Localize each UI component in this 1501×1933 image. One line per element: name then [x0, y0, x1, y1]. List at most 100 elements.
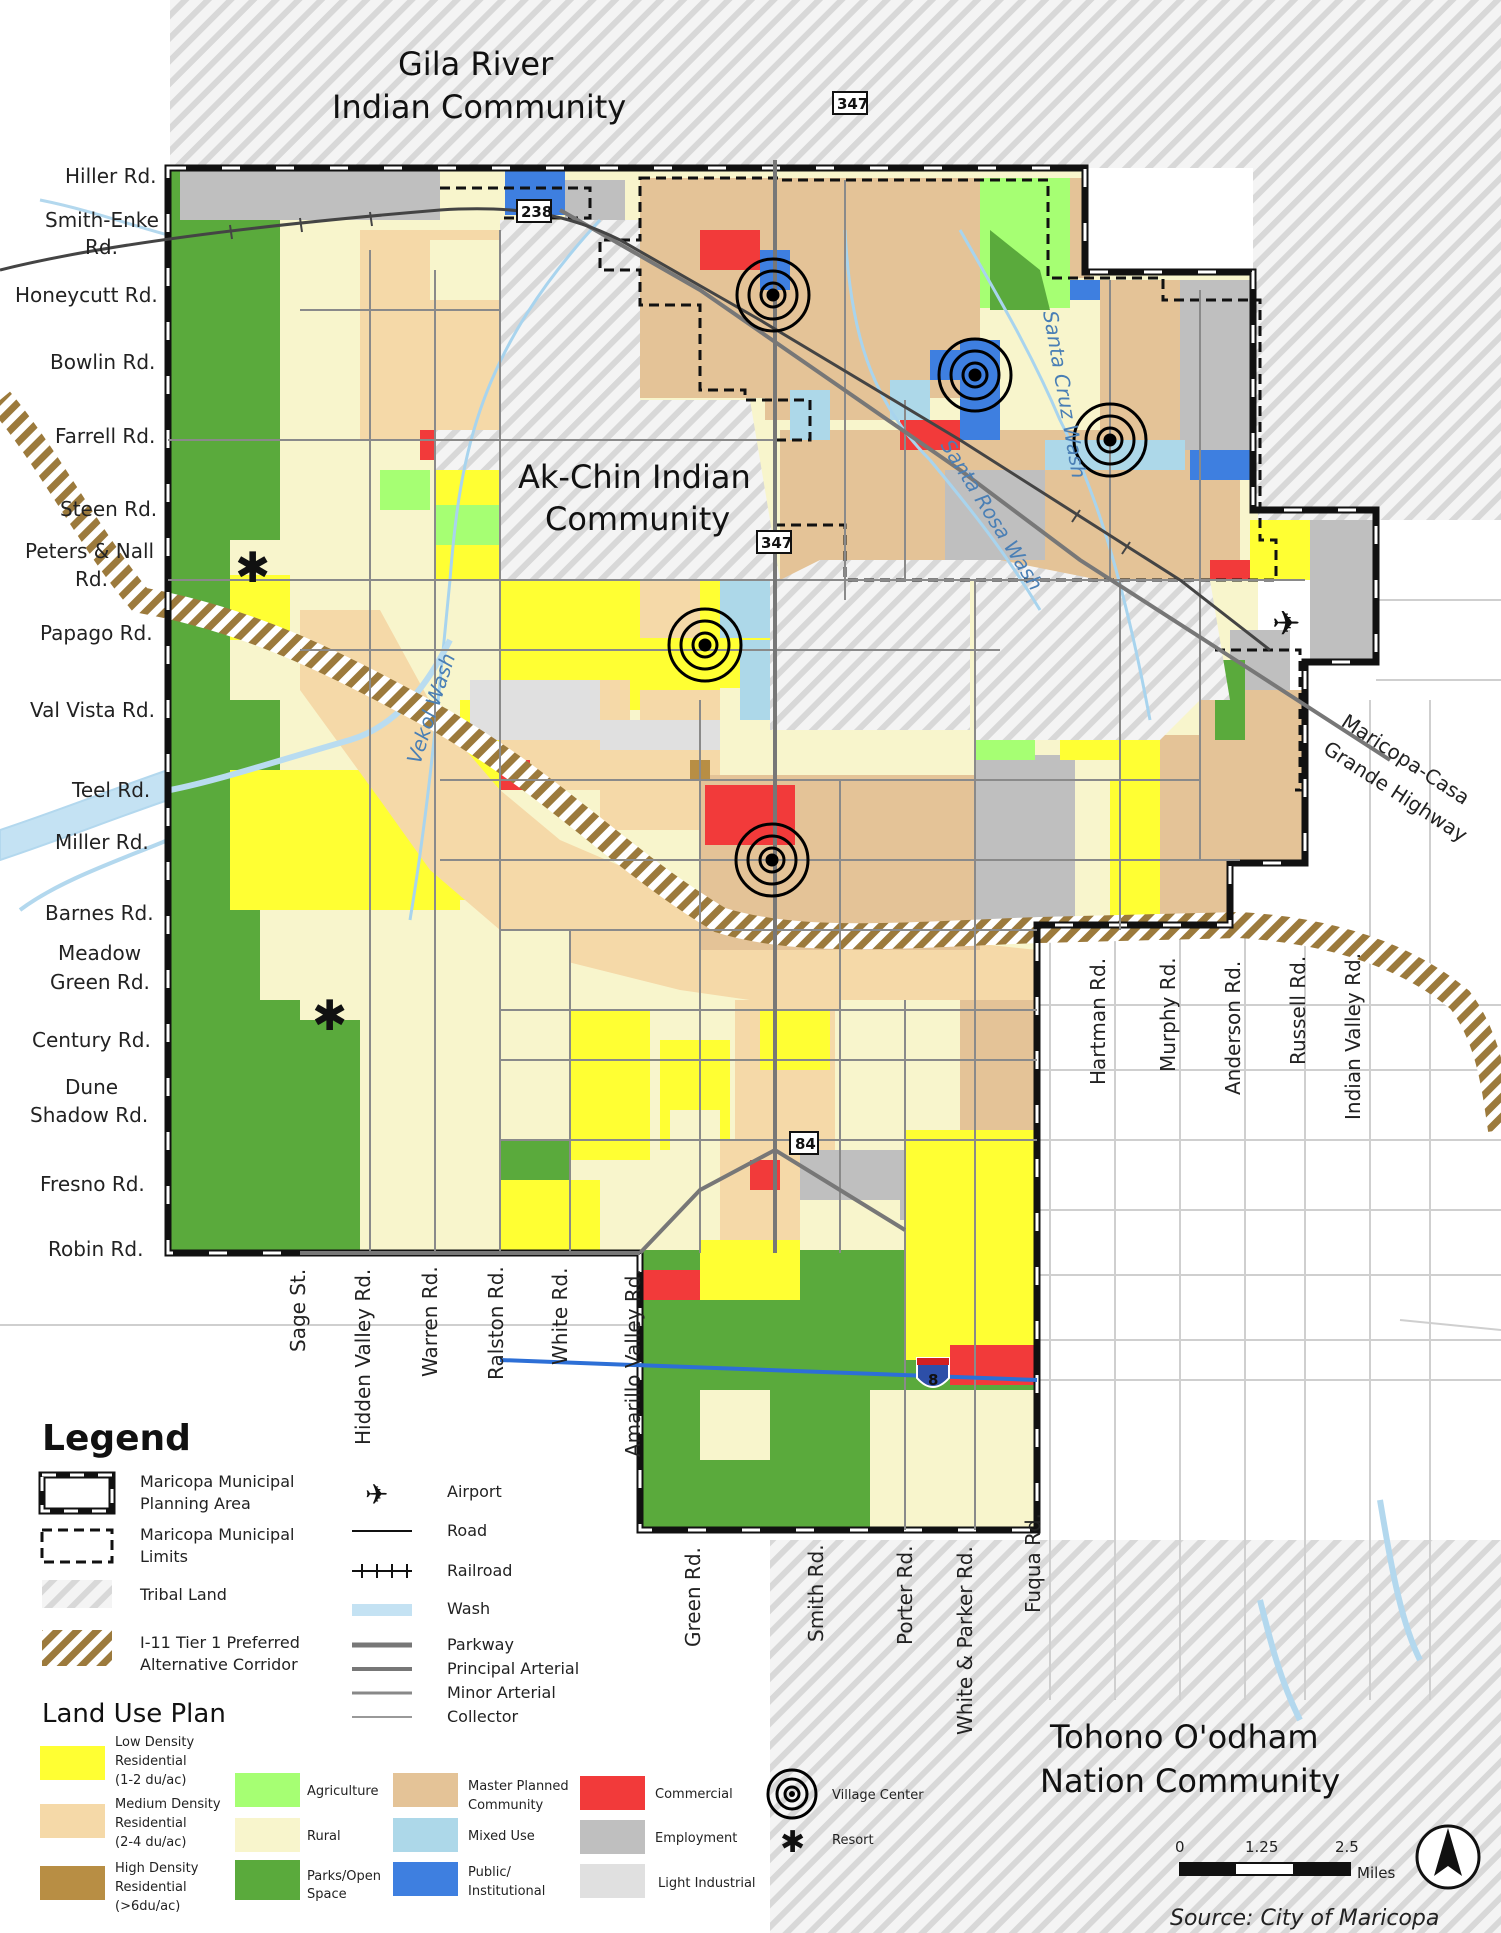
svg-text:Road: Road	[447, 1521, 487, 1540]
scale-tick-0: 0	[1175, 1838, 1185, 1856]
source-credit: Source: City of Maricopa	[1170, 1906, 1439, 1931]
svg-text:Planning Area: Planning Area	[140, 1494, 251, 1513]
legend-parkway: Parkway	[352, 1635, 514, 1654]
road-label-peters-nall-2: Rd.	[75, 567, 108, 591]
svg-text:Tribal Land: Tribal Land	[139, 1585, 227, 1604]
akchin-label-2: Community	[545, 500, 730, 538]
road-label-hidden-valley: Hidden Valley Rd.	[351, 1269, 375, 1445]
svg-text:8: 8	[928, 1371, 938, 1389]
svg-text:Commercial: Commercial	[655, 1787, 733, 1802]
svg-text:High Density: High Density	[115, 1861, 199, 1876]
road-label-warren: Warren Rd.	[418, 1266, 442, 1377]
svg-text:Airport: Airport	[447, 1482, 502, 1501]
akchin-community-land-south	[770, 580, 970, 730]
svg-text:Space: Space	[307, 1887, 347, 1902]
svg-text:✱: ✱	[780, 1825, 805, 1860]
legend-collector: Collector	[352, 1707, 519, 1726]
svg-text:Alternative Corridor: Alternative Corridor	[140, 1655, 298, 1674]
road-label-green: Green Rd.	[681, 1547, 705, 1647]
land-use-title: Land Use Plan	[42, 1699, 226, 1729]
road-label-russell: Russell Rd.	[1286, 956, 1310, 1065]
svg-text:Residential: Residential	[115, 1880, 187, 1895]
svg-text:Railroad: Railroad	[447, 1561, 512, 1580]
svg-text:Collector: Collector	[447, 1707, 519, 1726]
scale-tick-2: 2.5	[1335, 1838, 1359, 1856]
tribal-land-southeast	[1390, 1540, 1501, 1600]
svg-text:Mixed Use: Mixed Use	[468, 1829, 535, 1844]
road-label-smith-enke-2: Rd.	[85, 235, 118, 259]
scale-unit: Miles	[1357, 1864, 1396, 1882]
svg-text:Village Center: Village Center	[832, 1788, 924, 1803]
akchin-community-land	[435, 220, 780, 580]
legend-wash: Wash	[352, 1599, 490, 1618]
road-label-white: White Rd.	[548, 1268, 572, 1365]
village-center-3	[1072, 402, 1148, 478]
road-label-robin: Robin Rd.	[48, 1237, 143, 1261]
svg-text:Residential: Residential	[115, 1754, 187, 1769]
svg-text:Public/: Public/	[468, 1865, 511, 1880]
village-centers	[667, 257, 1148, 898]
legend-road: Road	[352, 1521, 487, 1540]
road-label-steen: Steen Rd.	[60, 497, 157, 521]
road-label-white-parker: White & Parker Rd.	[953, 1546, 977, 1735]
legend-minor: Minor Arterial	[352, 1683, 556, 1702]
svg-text:(>6du/ac): (>6du/ac)	[115, 1899, 180, 1914]
akchin-community-land-east	[780, 560, 1230, 740]
svg-text:Residential: Residential	[115, 1816, 187, 1831]
i8-shield: 8	[916, 1357, 950, 1389]
i11-corridor	[0, 391, 1501, 1132]
svg-text:Institutional: Institutional	[468, 1884, 545, 1899]
svg-text:Light Industrial: Light Industrial	[658, 1876, 756, 1891]
scale-bar: 0 1.25 2.5 Miles	[1175, 1838, 1396, 1882]
legend: Legend Maricopa Municipal Planning Area …	[38, 1418, 924, 1914]
svg-text:Rural: Rural	[307, 1829, 341, 1844]
svg-text:Employment: Employment	[655, 1831, 737, 1846]
road-label-dune: Dune	[65, 1075, 118, 1099]
village-center-5	[734, 822, 810, 898]
svg-text:(1-2 du/ac): (1-2 du/ac)	[115, 1773, 187, 1788]
legend-village-center: Village Center	[766, 1768, 924, 1820]
road-label-century: Century Rd.	[32, 1028, 151, 1052]
east-road-labels: Hartman Rd. Murphy Rd. Anderson Rd. Russ…	[1086, 953, 1365, 1120]
background-roads	[0, 599, 1501, 1700]
road-label-ralston: Ralston Rd.	[484, 1266, 508, 1380]
legend-master-planned: Master Planned Community	[393, 1773, 569, 1813]
legend-public: Public/ Institutional	[393, 1862, 545, 1899]
svg-text:347: 347	[761, 534, 792, 552]
road-label-bowlin: Bowlin Rd.	[50, 350, 155, 374]
svg-text:Low Density: Low Density	[115, 1735, 194, 1750]
legend-light-industrial: Light Industrial	[580, 1864, 756, 1898]
road-label-teel: Teel Rd.	[71, 778, 150, 802]
legend-planning-area: Maricopa Municipal Planning Area	[38, 1471, 294, 1515]
road-label-sage: Sage St.	[286, 1269, 310, 1352]
resort-icon: ✱	[312, 991, 347, 1040]
svg-text:84: 84	[795, 1135, 816, 1153]
gila-river-label-1: Gila River	[398, 45, 554, 83]
legend-low-density: Low Density Residential (1-2 du/ac)	[40, 1735, 194, 1788]
legend-municipal-limits: Maricopa Municipal Limits	[40, 1525, 294, 1566]
tohono-label-1: Tohono O'odham	[1049, 1718, 1319, 1756]
svg-text:Parks/Open: Parks/Open	[307, 1869, 381, 1884]
village-center-1	[735, 257, 811, 333]
svg-text:Community: Community	[468, 1798, 544, 1813]
road-label-hiller: Hiller Rd.	[65, 164, 157, 188]
road-label-anderson: Anderson Rd.	[1221, 961, 1245, 1095]
village-center-2	[937, 337, 1013, 413]
legend-agriculture: Agriculture	[235, 1773, 379, 1807]
road-label-smith: Smith Rd.	[804, 1544, 828, 1642]
road-label-meadow: Meadow	[58, 941, 141, 965]
road-label-papago: Papago Rd.	[40, 621, 153, 645]
road-label-barnes: Barnes Rd.	[45, 901, 154, 925]
road-label-meadow-2: Green Rd.	[50, 970, 150, 994]
road-label-honeycutt: Honeycutt Rd.	[15, 283, 158, 307]
west-road-labels: Hiller Rd. Smith-Enke Rd. Honeycutt Rd. …	[15, 164, 159, 1261]
sr84-shield: 84	[789, 1131, 819, 1155]
road-label-fuqua: Fuqua Rd.	[1021, 1513, 1045, 1613]
south-road-labels: Sage St. Hidden Valley Rd. Warren Rd. Ra…	[286, 1266, 645, 1457]
railroad-ties	[229, 211, 1131, 555]
svg-text:Principal Arterial: Principal Arterial	[447, 1659, 579, 1678]
sr347-shield-north: 347	[832, 91, 868, 115]
north-arrow-icon	[1415, 1824, 1481, 1890]
legend-parks: Parks/Open Space	[235, 1860, 381, 1902]
municipal-limits-dashed-east	[1215, 648, 1302, 792]
